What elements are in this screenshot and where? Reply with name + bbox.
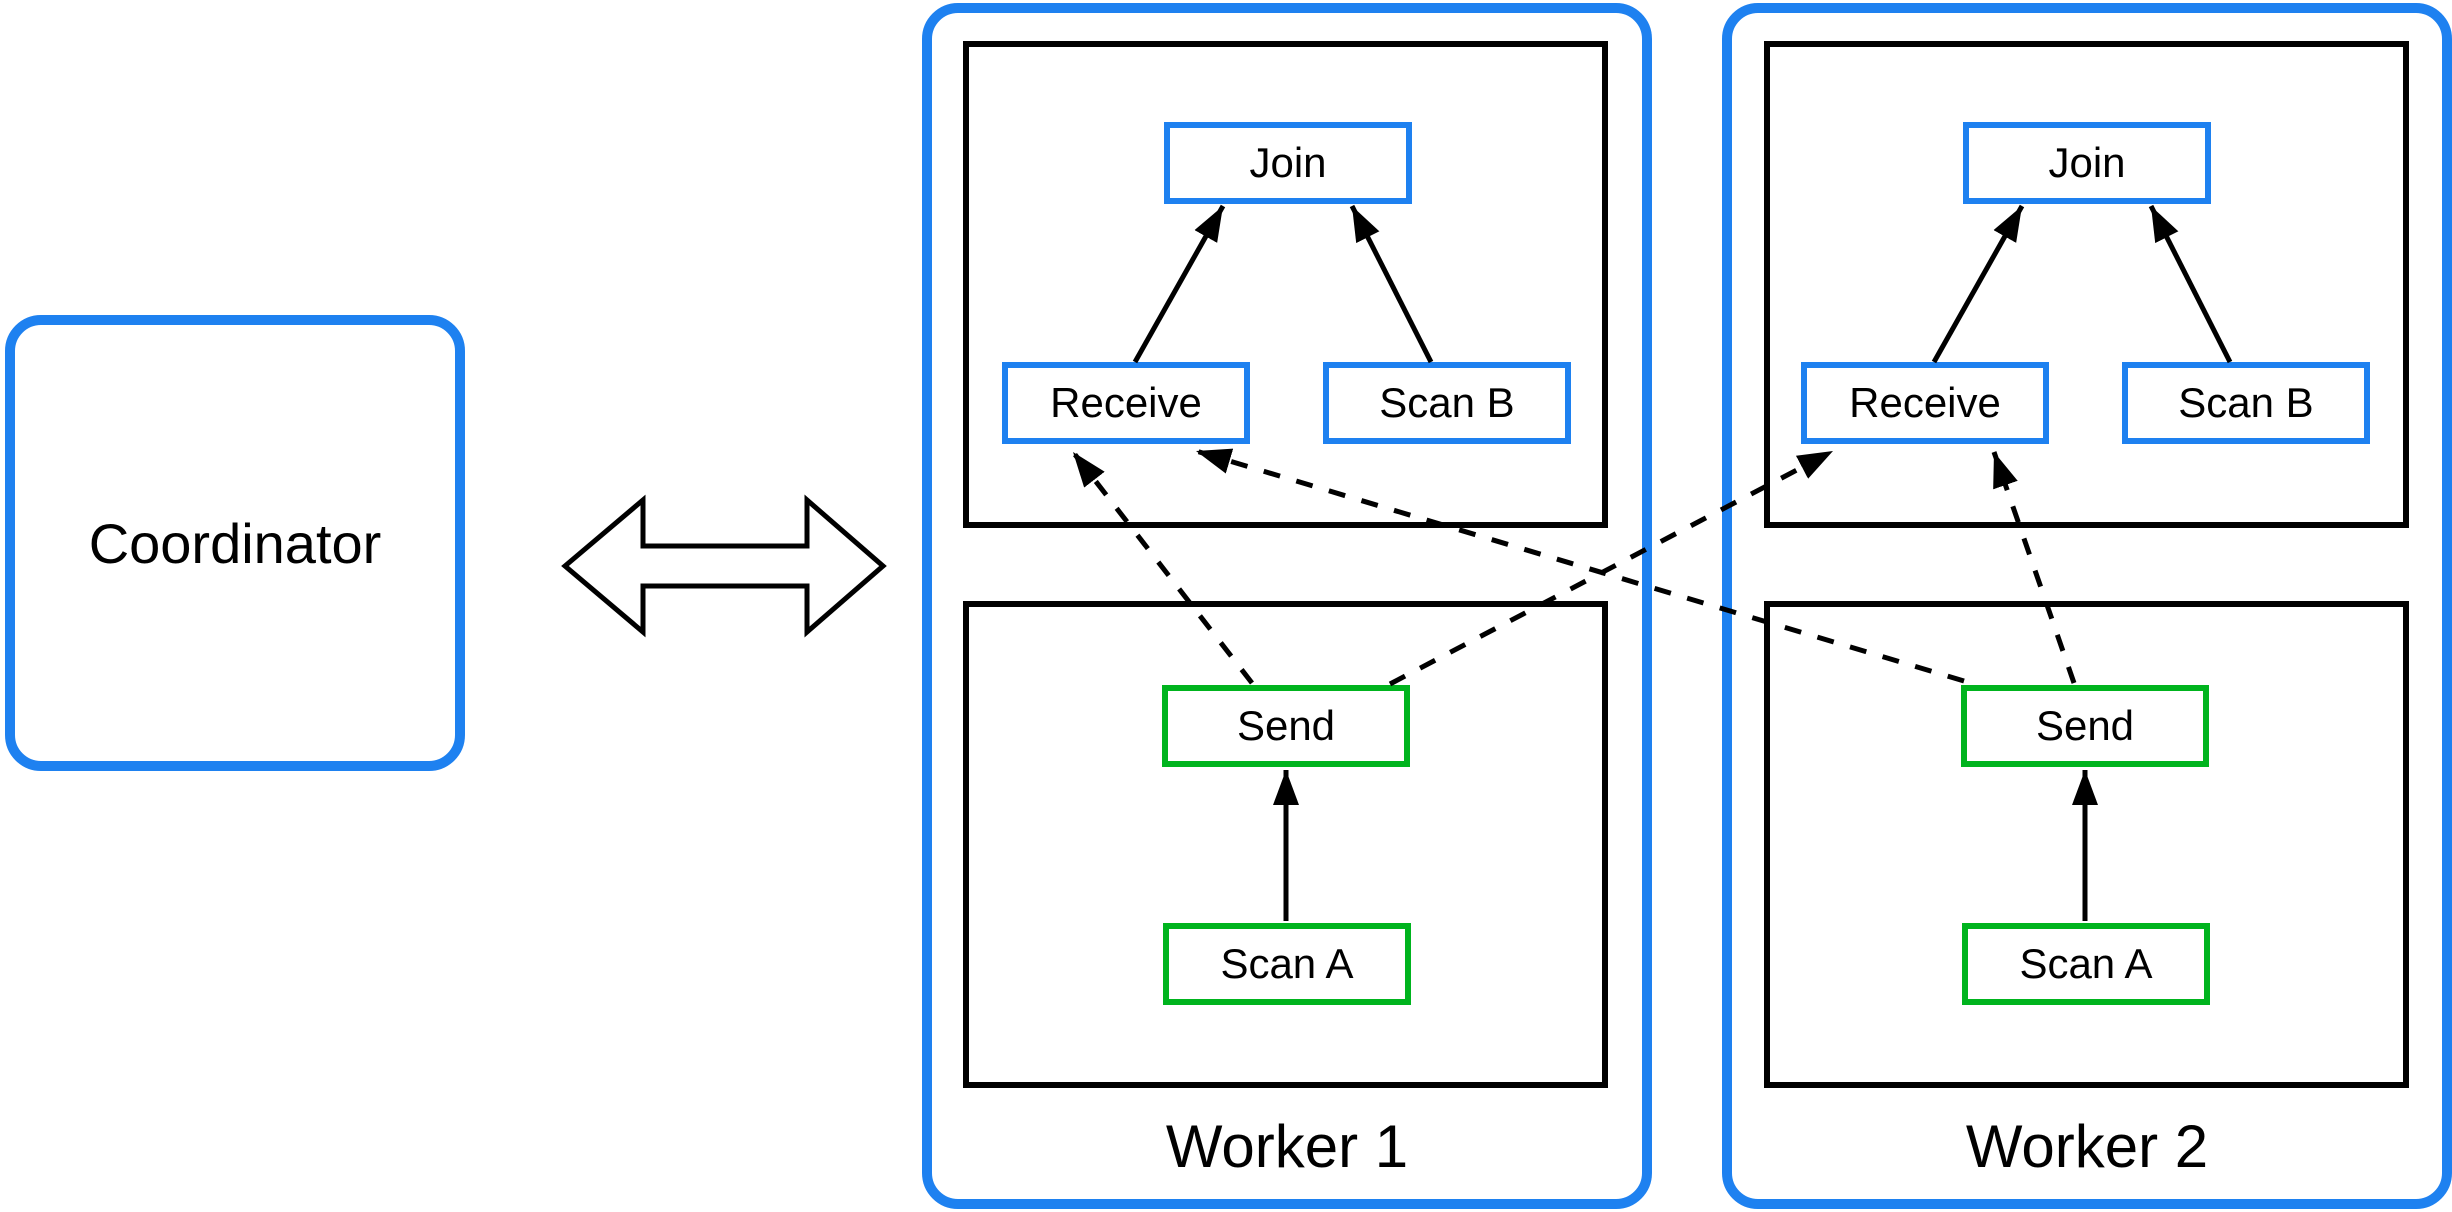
worker1-join-node: Join: [1164, 122, 1412, 204]
worker1-scan-b-node: Scan B: [1323, 362, 1571, 444]
worker2-scan-a-label: Scan A: [2019, 940, 2153, 987]
worker1-send-label: Send: [1236, 702, 1336, 749]
worker1-caption-label: Worker 1: [1165, 1112, 1409, 1180]
worker1-lower-plan-section: [963, 601, 1608, 1088]
worker2-join-label: Join: [2048, 139, 2126, 186]
worker2-scan-a-node: Scan A: [1962, 923, 2210, 1005]
worker2-send-node: Send: [1961, 685, 2209, 767]
worker1-scan-a-label: Scan A: [1220, 940, 1354, 987]
worker2-send-label: Send: [2035, 702, 2135, 749]
worker2-caption: Worker 2: [1722, 1110, 2452, 1182]
coordinator-node: Coordinator: [5, 315, 465, 771]
worker1-upper-plan-section: [963, 41, 1608, 528]
coordinator-label: Coordinator: [88, 511, 382, 575]
worker1-join-label: Join: [1249, 139, 1327, 186]
worker2-caption-label: Worker 2: [1965, 1112, 2209, 1180]
coordinator-workers-double-arrow-icon: [561, 494, 887, 638]
worker1-caption: Worker 1: [922, 1110, 1652, 1182]
worker1-receive-node: Receive: [1002, 362, 1250, 444]
worker2-receive-node: Receive: [1801, 362, 2049, 444]
worker2-upper-plan-section: [1764, 41, 2409, 528]
worker1-send-node: Send: [1162, 685, 1410, 767]
worker2-receive-label: Receive: [1849, 379, 2001, 426]
worker2-scan-b-label: Scan B: [2178, 379, 2314, 426]
worker1-receive-label: Receive: [1050, 379, 1202, 426]
worker1-scan-a-node: Scan A: [1163, 923, 1411, 1005]
worker1-scan-b-label: Scan B: [1379, 379, 1515, 426]
worker2-join-node: Join: [1963, 122, 2211, 204]
worker2-lower-plan-section: [1764, 601, 2409, 1088]
worker2-scan-b-node: Scan B: [2122, 362, 2370, 444]
